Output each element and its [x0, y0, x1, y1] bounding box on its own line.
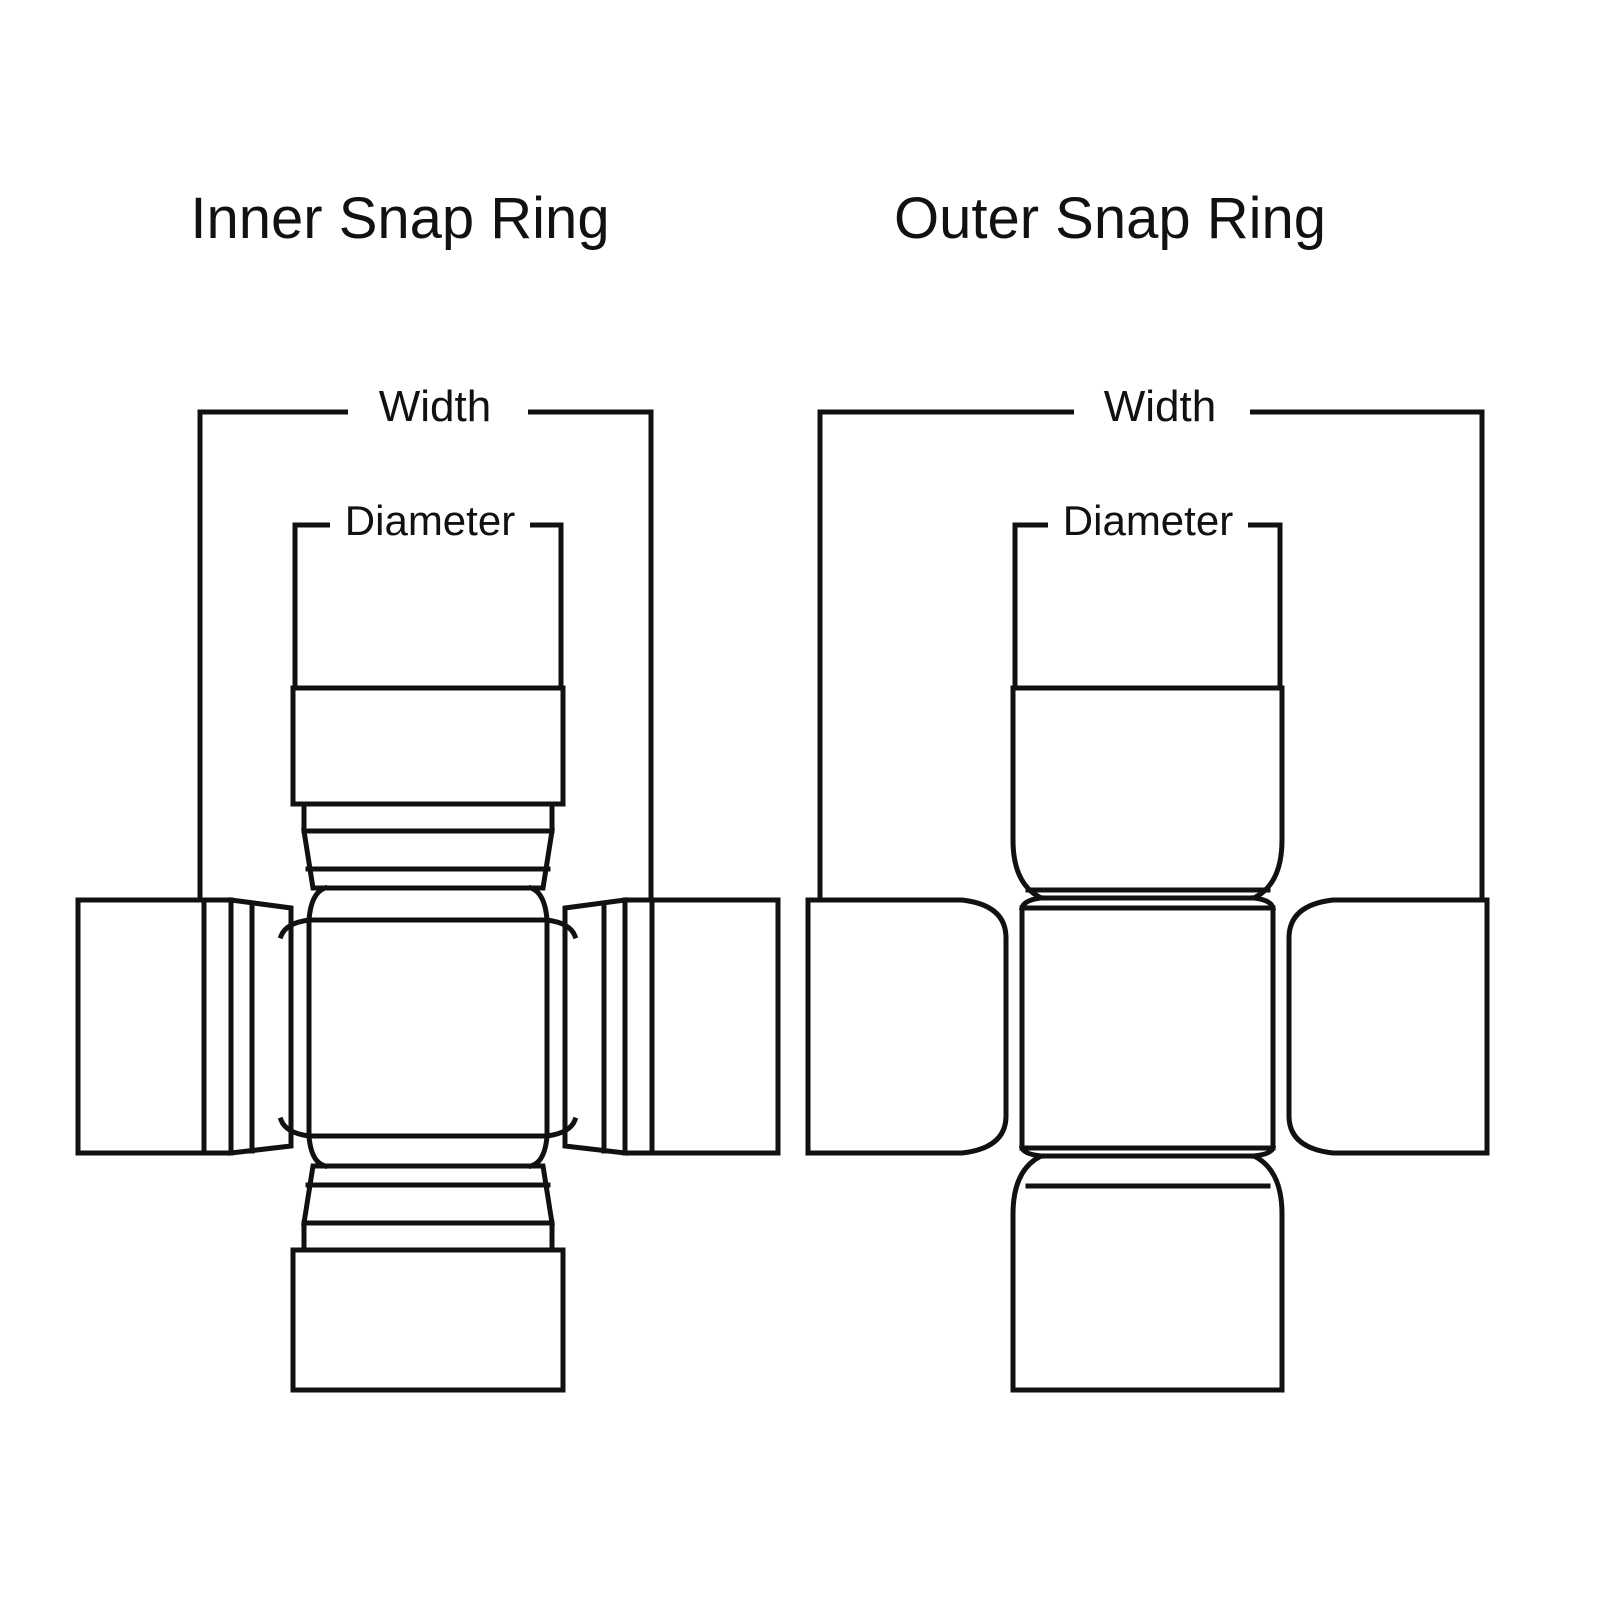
bearing-cap-bottom-inner [290, 1163, 566, 1393]
ujoint-outer [805, 409, 1490, 1393]
bearing-cap-left-outer [805, 897, 1009, 1156]
cross-body-inner [277, 884, 579, 1170]
dimension-label-diameter-inner: Diameter [344, 497, 516, 544]
bearing-cap-top-inner [290, 685, 566, 891]
bearing-cap-left-inner [75, 897, 294, 1156]
dimension-label-width-inner: Width [378, 382, 492, 431]
cross-body-outer [1018, 895, 1277, 1159]
dimension-bracket-diameter-inner [292, 522, 564, 688]
bearing-cap-top-outer [1010, 685, 1285, 901]
dimension-bracket-width-inner [197, 409, 654, 906]
bearing-cap-right-outer [1286, 897, 1490, 1156]
bearing-cap-right-inner [562, 897, 781, 1156]
dimension-label-diameter-outer: Diameter [1062, 497, 1234, 544]
dimension-bracket-diameter-outer [1012, 522, 1283, 688]
bearing-cap-bottom-outer [1010, 1153, 1285, 1393]
dimension-label-width-outer: Width [1103, 382, 1217, 431]
panel-title-inner: Inner Snap Ring [190, 186, 610, 251]
panel-title-outer: Outer Snap Ring [893, 186, 1327, 251]
dimension-bracket-width-outer [817, 409, 1485, 906]
ujoint-inner [75, 409, 781, 1393]
